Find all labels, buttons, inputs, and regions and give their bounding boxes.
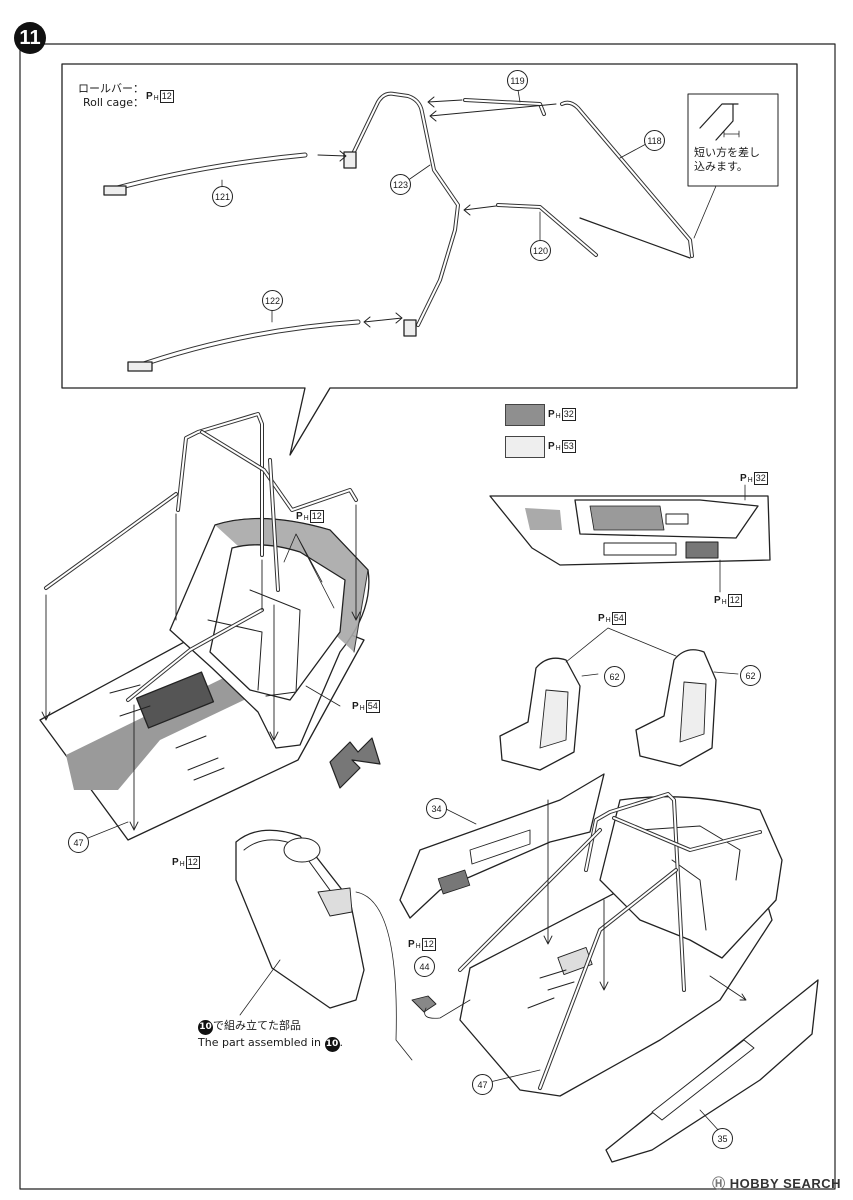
assembled-note-en-suffix: . bbox=[339, 1036, 344, 1049]
watermark-text: HOBBY SEARCH bbox=[729, 1176, 841, 1191]
paint-code: 32 bbox=[561, 408, 576, 421]
paint-sub: H bbox=[153, 95, 159, 102]
callout-part-35: 35 bbox=[712, 1128, 733, 1149]
paint-sub: H bbox=[303, 515, 309, 522]
paint-sub: H bbox=[747, 477, 753, 484]
paint-code: 54 bbox=[365, 700, 380, 713]
dashboard-assembly bbox=[235, 829, 413, 1061]
paint-sub: H bbox=[605, 617, 611, 624]
assembled-note-en-line: The part assembled in 10. bbox=[198, 1035, 343, 1052]
paint-code: 12 bbox=[309, 510, 324, 523]
right-assembly bbox=[399, 773, 819, 1163]
callout-part-47-left: 47 bbox=[68, 832, 89, 853]
roll-cage-label-ja: ロールバー： bbox=[78, 82, 144, 95]
paint-prefix: P bbox=[172, 857, 179, 868]
paint-prefix: P bbox=[548, 441, 555, 452]
detail-inset-box bbox=[61, 63, 798, 456]
watermark-mark: Ⓗ bbox=[712, 1176, 726, 1191]
paint-code: 12 bbox=[727, 594, 742, 607]
roll-cage-label-en: Roll cage： bbox=[82, 95, 144, 109]
paint-prefix: P bbox=[408, 939, 415, 950]
paint-sub: H bbox=[415, 943, 421, 950]
paint-prefix: P bbox=[296, 511, 303, 522]
hobby-search-watermark: Ⓗ HOBBY SEARCH bbox=[712, 1173, 841, 1192]
paint-sub: H bbox=[179, 861, 185, 868]
paint-prefix: P bbox=[352, 701, 359, 712]
roll-cage-label: ロールバー： Roll cage： bbox=[72, 82, 144, 110]
step-10-badge: 10 bbox=[198, 1020, 213, 1035]
center-console bbox=[135, 671, 215, 729]
paint-sub: H bbox=[359, 705, 365, 712]
assembled-part-note: 10で組み立てた部品 The part assembled in 10. bbox=[198, 1018, 343, 1052]
paint-sub: H bbox=[555, 413, 561, 420]
interior-with-cage bbox=[39, 412, 370, 841]
callout-part-123: 123 bbox=[390, 174, 411, 195]
insert-note-line2: 込みます。 bbox=[694, 159, 748, 173]
seats bbox=[499, 627, 739, 771]
swatch-light bbox=[505, 436, 545, 458]
swatch-dark bbox=[505, 404, 545, 426]
callout-part-62-left: 62 bbox=[604, 666, 625, 687]
sheet-frame bbox=[19, 43, 836, 1190]
paint-prefix: P bbox=[598, 613, 605, 624]
paint-code: 54 bbox=[611, 612, 626, 625]
paint-prefix: P bbox=[146, 91, 153, 102]
paint-code: 12 bbox=[185, 856, 200, 869]
step-number-badge: 11 bbox=[14, 22, 46, 54]
paint-code: 12 bbox=[159, 90, 174, 103]
assembly-direction-arrow bbox=[329, 737, 381, 789]
callout-part-118: 118 bbox=[644, 130, 665, 151]
paint-code: 12 bbox=[421, 938, 436, 951]
paint-code: 32 bbox=[753, 472, 768, 485]
insert-note-line1: 短い方を差し bbox=[694, 146, 760, 159]
callout-part-34: 34 bbox=[426, 798, 447, 819]
callout-part-120: 120 bbox=[530, 240, 551, 261]
paint-sub: H bbox=[555, 445, 561, 452]
door-panel-detail bbox=[489, 484, 771, 593]
paint-code: 53 bbox=[561, 440, 576, 453]
paint-prefix: P bbox=[740, 473, 747, 484]
assembled-note-ja-line: 10で組み立てた部品 bbox=[198, 1018, 343, 1035]
assembled-note-ja: で組み立てた部品 bbox=[213, 1019, 301, 1032]
insert-note-text: 短い方を差し 込みます。 bbox=[694, 146, 760, 174]
step-10-badge-en: 10 bbox=[324, 1037, 340, 1052]
callout-part-119: 119 bbox=[507, 70, 528, 91]
assembled-note-en: The part assembled in bbox=[198, 1036, 322, 1049]
callout-part-122: 122 bbox=[262, 290, 283, 311]
paint-sub: H bbox=[721, 599, 727, 606]
paint-prefix: P bbox=[714, 595, 721, 606]
paint-prefix: P bbox=[548, 409, 555, 420]
callout-part-121: 121 bbox=[212, 186, 233, 207]
callout-part-47-right: 47 bbox=[472, 1074, 493, 1095]
callout-part-44: 44 bbox=[414, 956, 435, 977]
callout-part-62-right: 62 bbox=[740, 665, 761, 686]
